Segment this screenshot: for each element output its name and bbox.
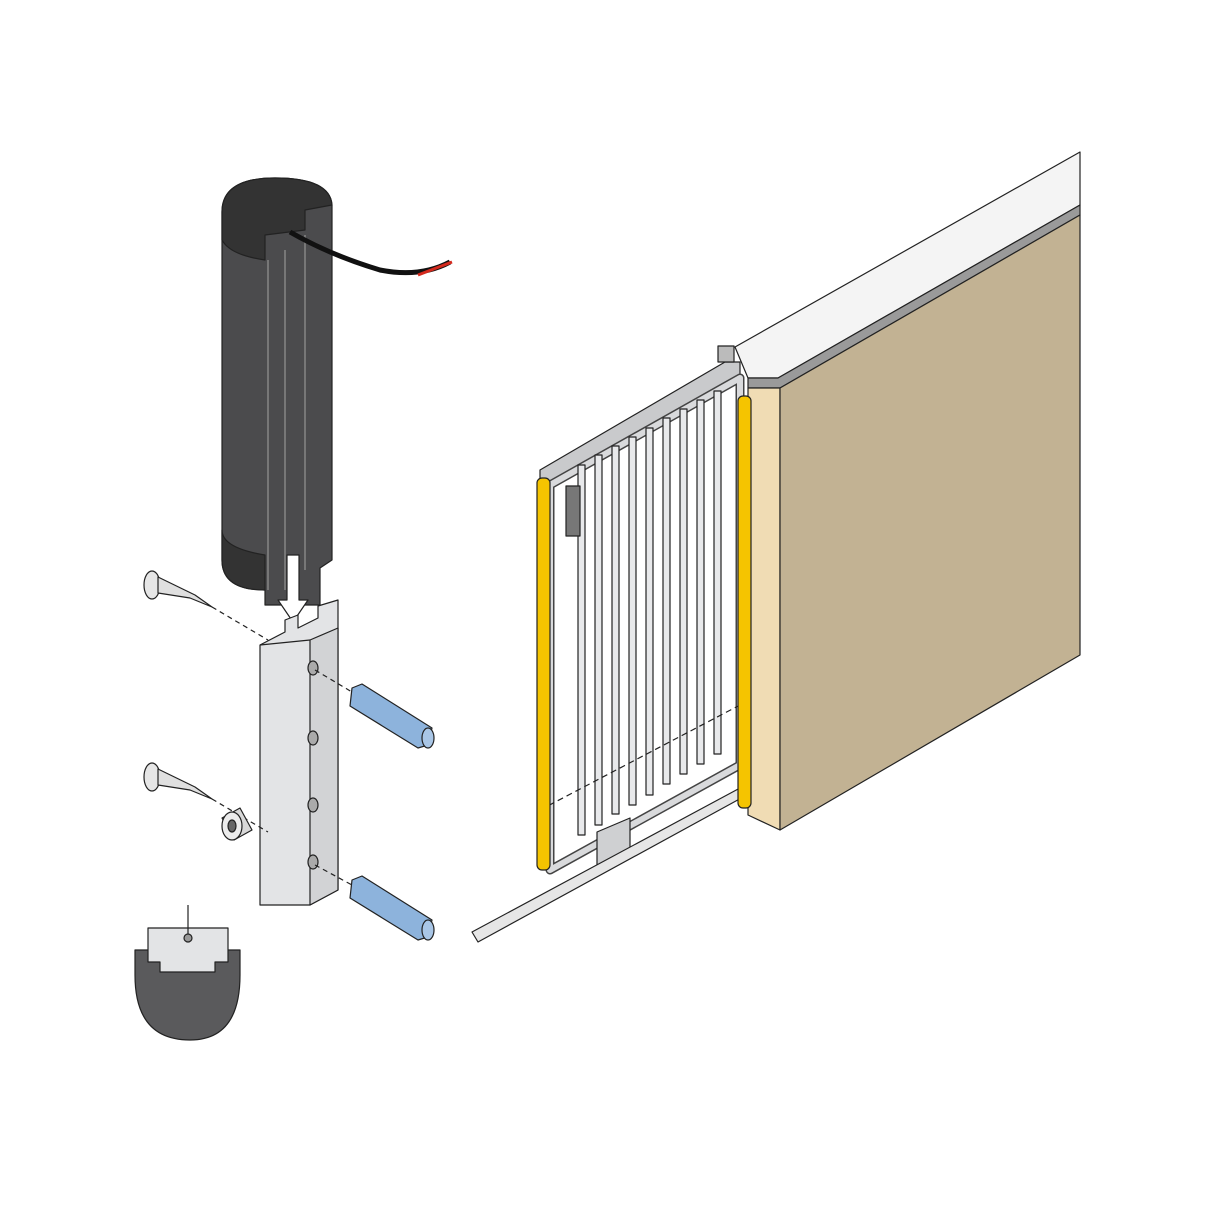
gate-ground-rail (471, 787, 746, 943)
channel-hole (307, 730, 319, 746)
gate-bars (577, 390, 722, 836)
cable-wires (417, 260, 453, 277)
down-arrow-icon (277, 554, 309, 623)
gate-post-bracket (717, 345, 735, 363)
mounting-channel (259, 599, 339, 906)
profile-cross-section (134, 905, 241, 1041)
gate-latch-plate (565, 485, 581, 537)
wall-anchor-top (314, 669, 435, 749)
safety-edge-left (536, 477, 551, 871)
screw-bottom (143, 762, 269, 833)
sliding-gate (471, 345, 752, 943)
wall-front-face (779, 214, 1081, 831)
profile-top-cap (221, 177, 333, 261)
gate-dashed-line (539, 704, 741, 811)
profile-bottom-cap (221, 529, 266, 591)
safety-edge-right (737, 395, 752, 809)
gate-top-rail (539, 361, 741, 486)
channel-hole (307, 660, 319, 676)
wall-anchor-bottom (314, 864, 435, 941)
spacer (221, 807, 253, 841)
channel-hole (307, 797, 319, 813)
wall (734, 151, 1081, 831)
screw-top (143, 570, 269, 641)
safety-edge-profile (221, 177, 453, 606)
channel-hole (307, 854, 319, 870)
wall-side-face (747, 387, 781, 831)
